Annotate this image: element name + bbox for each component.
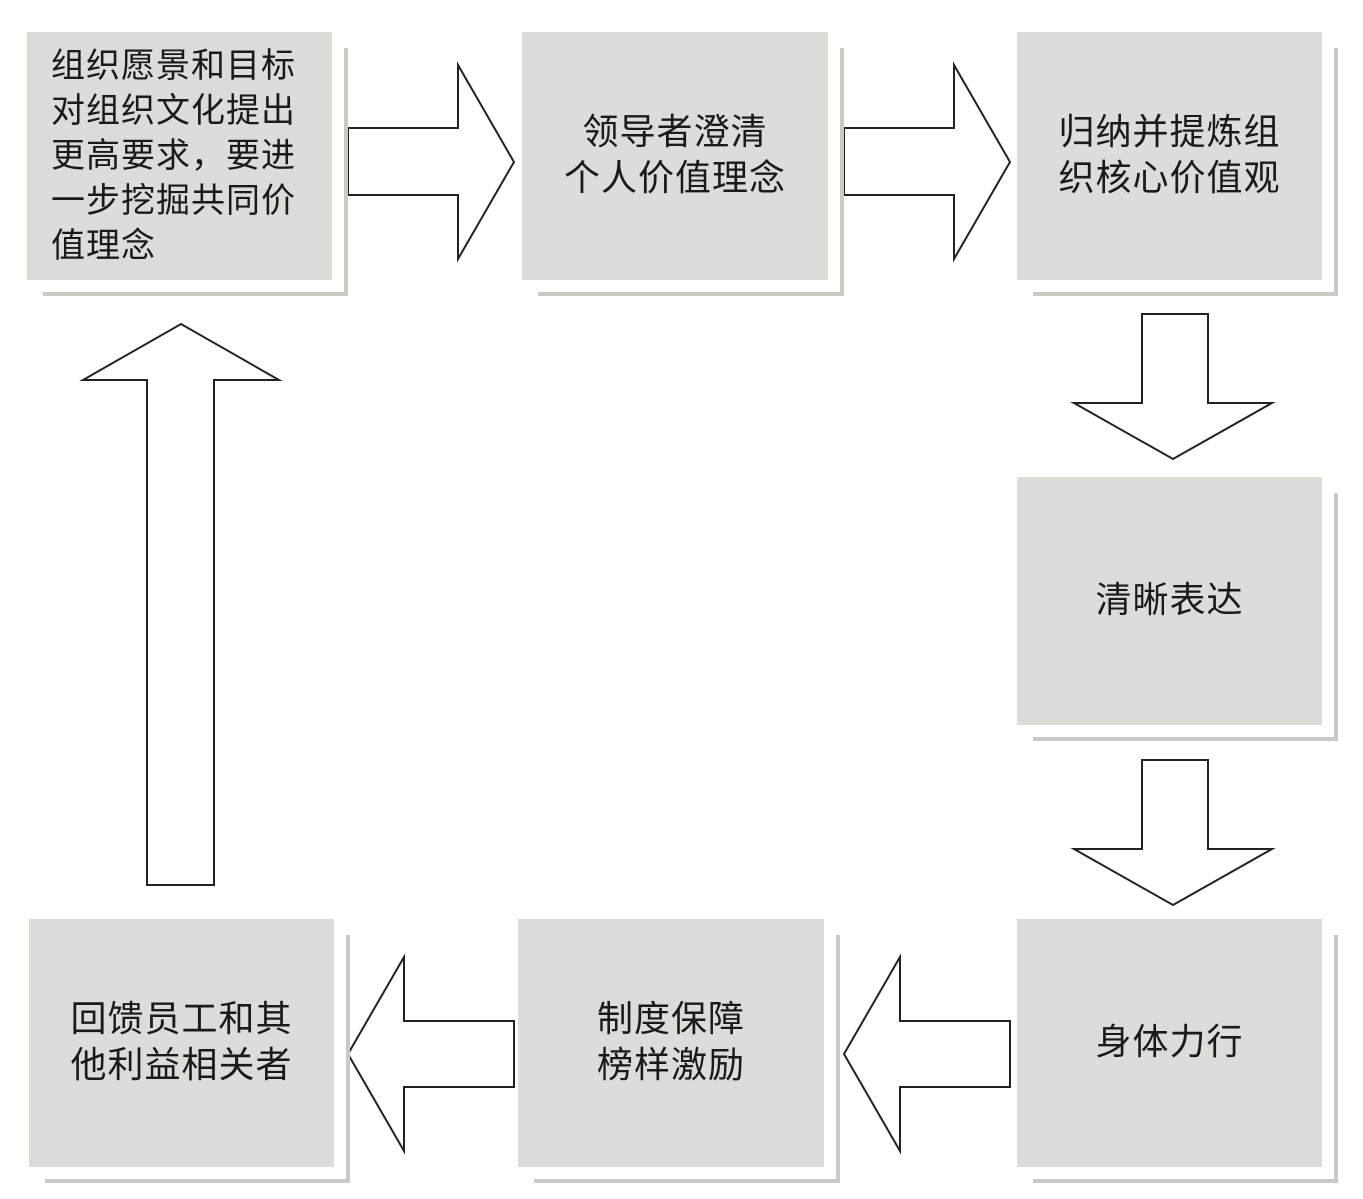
arrow-down-1 <box>1070 313 1276 461</box>
arrow-up-1 <box>79 322 283 886</box>
arrow-right-1 <box>347 61 516 263</box>
node-vision-label: 组织愿景和目标 对组织文化提出 更高要求，要进 一步挖掘共同价 值理念 <box>51 45 296 266</box>
node-express: 清晰表达 <box>1017 477 1322 725</box>
arrow-left-1 <box>842 953 1011 1155</box>
node-feedback-label: 回馈员工和其 他利益相关者 <box>70 999 293 1086</box>
node-leader: 领导者澄清 个人价值理念 <box>522 32 828 280</box>
node-core-label: 归纳并提炼组 织核心价值观 <box>1058 112 1281 199</box>
arrow-left-2 <box>346 953 515 1155</box>
node-feedback: 回馈员工和其 他利益相关者 <box>29 919 334 1167</box>
node-express-label: 清晰表达 <box>1095 580 1244 621</box>
node-system-label: 制度保障 榜样激励 <box>596 999 745 1086</box>
node-leader-label: 领导者澄清 个人价值理念 <box>563 112 786 199</box>
node-system: 制度保障 榜样激励 <box>518 919 824 1167</box>
node-practice-label: 身体力行 <box>1095 1022 1244 1063</box>
arrow-right-2 <box>843 61 1012 263</box>
node-core: 归纳并提炼组 织核心价值观 <box>1017 32 1322 280</box>
arrow-down-2 <box>1070 759 1276 907</box>
node-vision: 组织愿景和目标 对组织文化提出 更高要求，要进 一步挖掘共同价 值理念 <box>27 32 332 280</box>
node-practice: 身体力行 <box>1017 919 1322 1167</box>
